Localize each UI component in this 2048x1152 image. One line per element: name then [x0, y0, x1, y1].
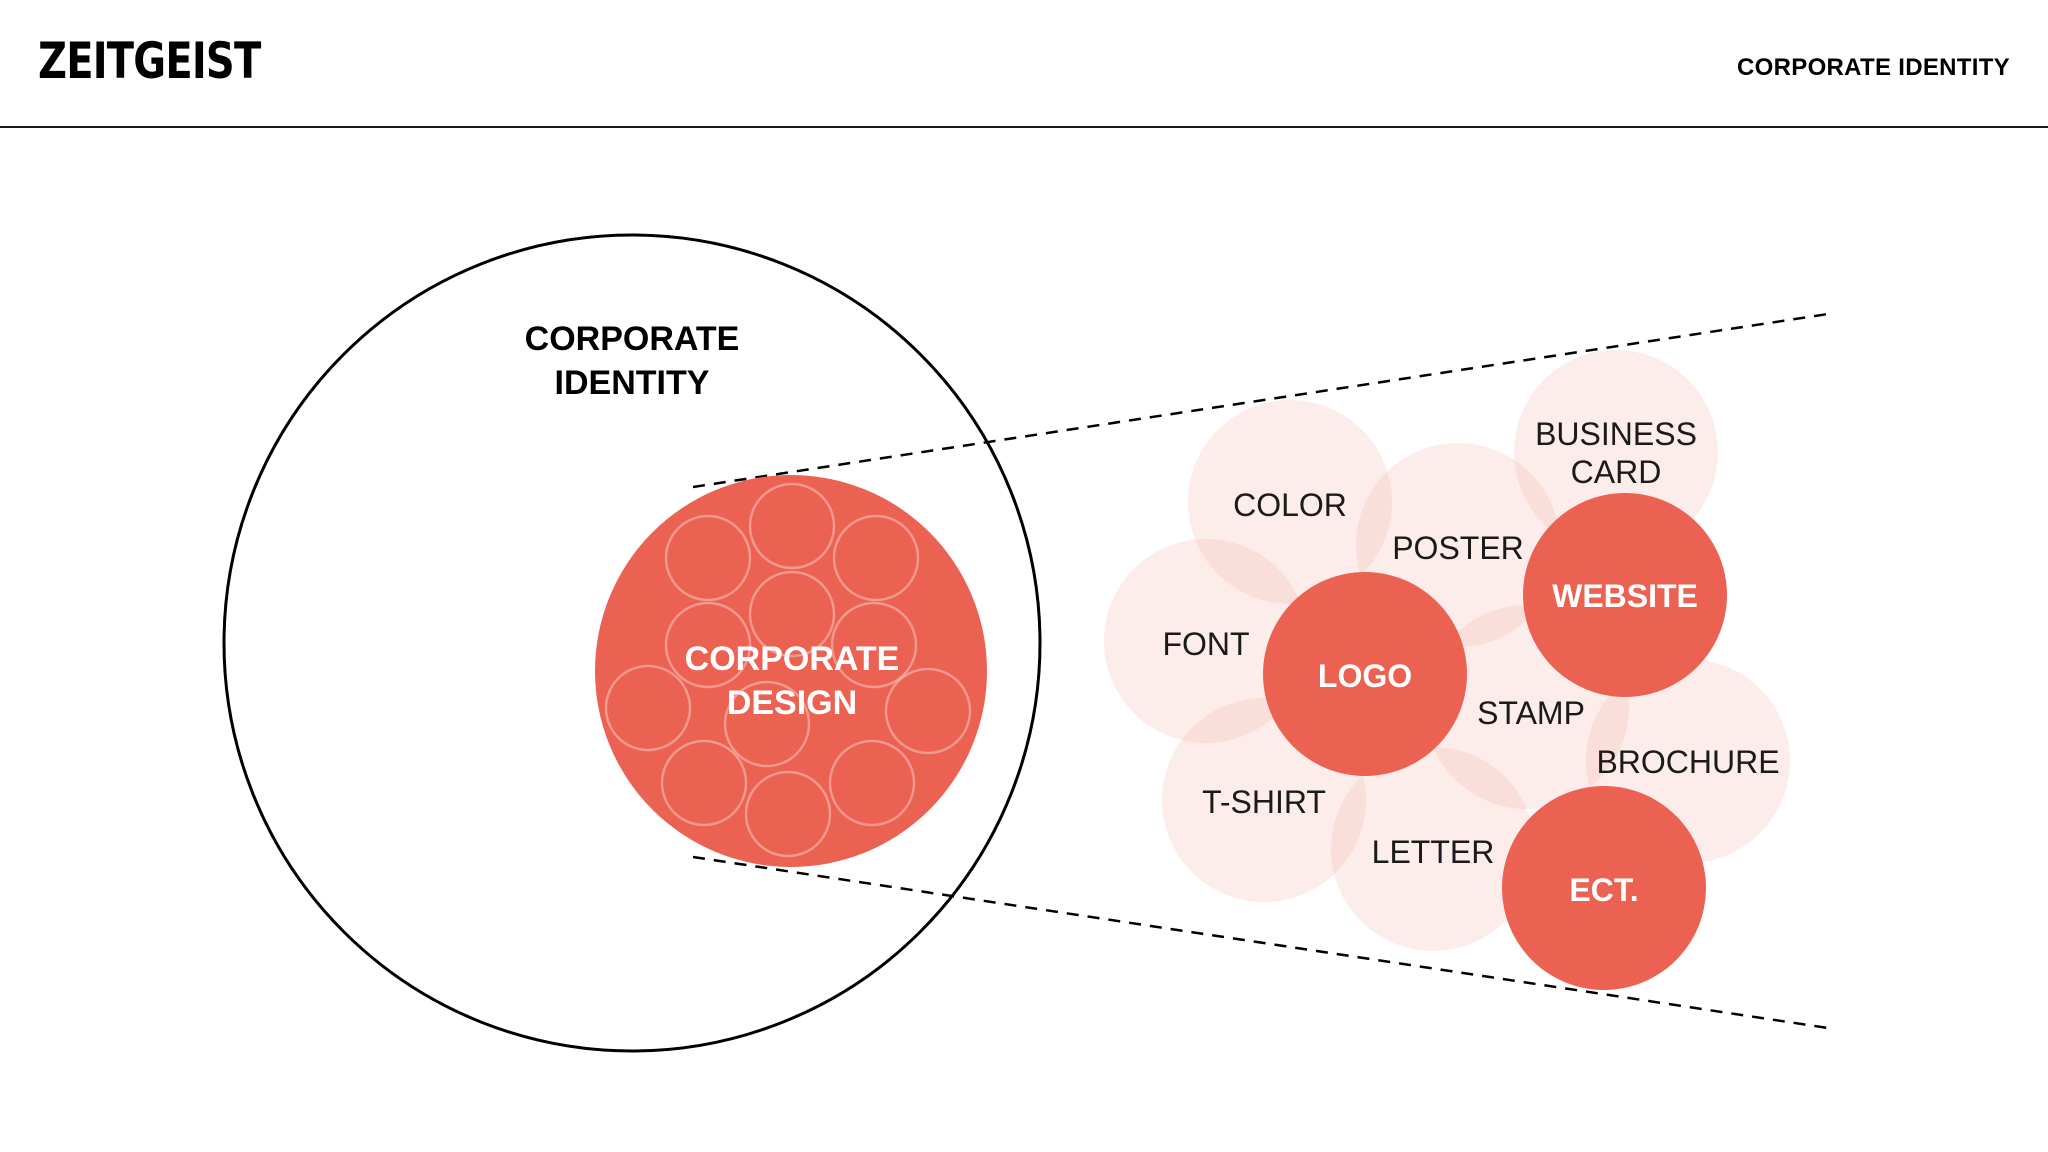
design-subcircle: [664, 601, 752, 689]
projection-line-top: [692, 312, 1829, 489]
label-stamp: STAMP: [1477, 695, 1585, 731]
label-website: WEBSITE: [1552, 578, 1698, 614]
design-subcircle: [748, 482, 836, 570]
projection-line-bottom: [692, 855, 1829, 1030]
header-bar: ZEITGEIST CORPORATE IDENTITY: [0, 0, 2048, 128]
label-poster: POSTER: [1392, 530, 1524, 566]
label-color: COLOR: [1233, 487, 1347, 523]
bubble-letter: [1331, 747, 1535, 951]
bubble-font: [1104, 539, 1308, 743]
design-subcircle: [744, 770, 832, 858]
label-letter: LETTER: [1372, 834, 1495, 870]
label-etc: ECT.: [1569, 872, 1638, 908]
bubble-website: [1523, 493, 1727, 697]
design-subcircle: [832, 514, 920, 602]
brand-logo: ZEITGEIST: [38, 32, 261, 90]
corporate-identity-label-line1: CORPORATE: [525, 320, 740, 358]
bubble-etc: [1502, 786, 1706, 990]
bubble-color: [1188, 400, 1392, 604]
design-subcircle: [830, 601, 918, 689]
label-business-card-line2: CARD: [1571, 454, 1662, 490]
design-subcircle: [828, 739, 916, 827]
label-tshirt: T-SHIRT: [1202, 784, 1326, 820]
corporate-identity-circle: [222, 233, 1042, 1053]
design-subcircle: [664, 514, 752, 602]
corporate-design-label-line1: CORPORATE: [685, 640, 900, 678]
corporate-identity-label-line2: IDENTITY: [555, 364, 710, 402]
header-title: CORPORATE IDENTITY: [1737, 54, 2010, 81]
label-brochure: BROCHURE: [1596, 744, 1779, 780]
label-business-card-line1: BUSINESS: [1535, 416, 1697, 452]
corporate-design-circle: [595, 475, 987, 867]
label-logo: LOGO: [1318, 658, 1412, 694]
design-subcircle: [748, 570, 836, 658]
corporate-design-cluster: CORPORATE DESIGN: [595, 475, 987, 867]
design-subcircle: [604, 664, 692, 752]
strong-bubbles: [1263, 493, 1727, 990]
design-subcircle: [660, 739, 748, 827]
design-subcircle: [884, 667, 972, 755]
bubble-logo: [1263, 572, 1467, 776]
corporate-design-label-line2: DESIGN: [727, 684, 857, 722]
design-subcircle: [723, 680, 811, 768]
label-font: FONT: [1162, 626, 1249, 662]
